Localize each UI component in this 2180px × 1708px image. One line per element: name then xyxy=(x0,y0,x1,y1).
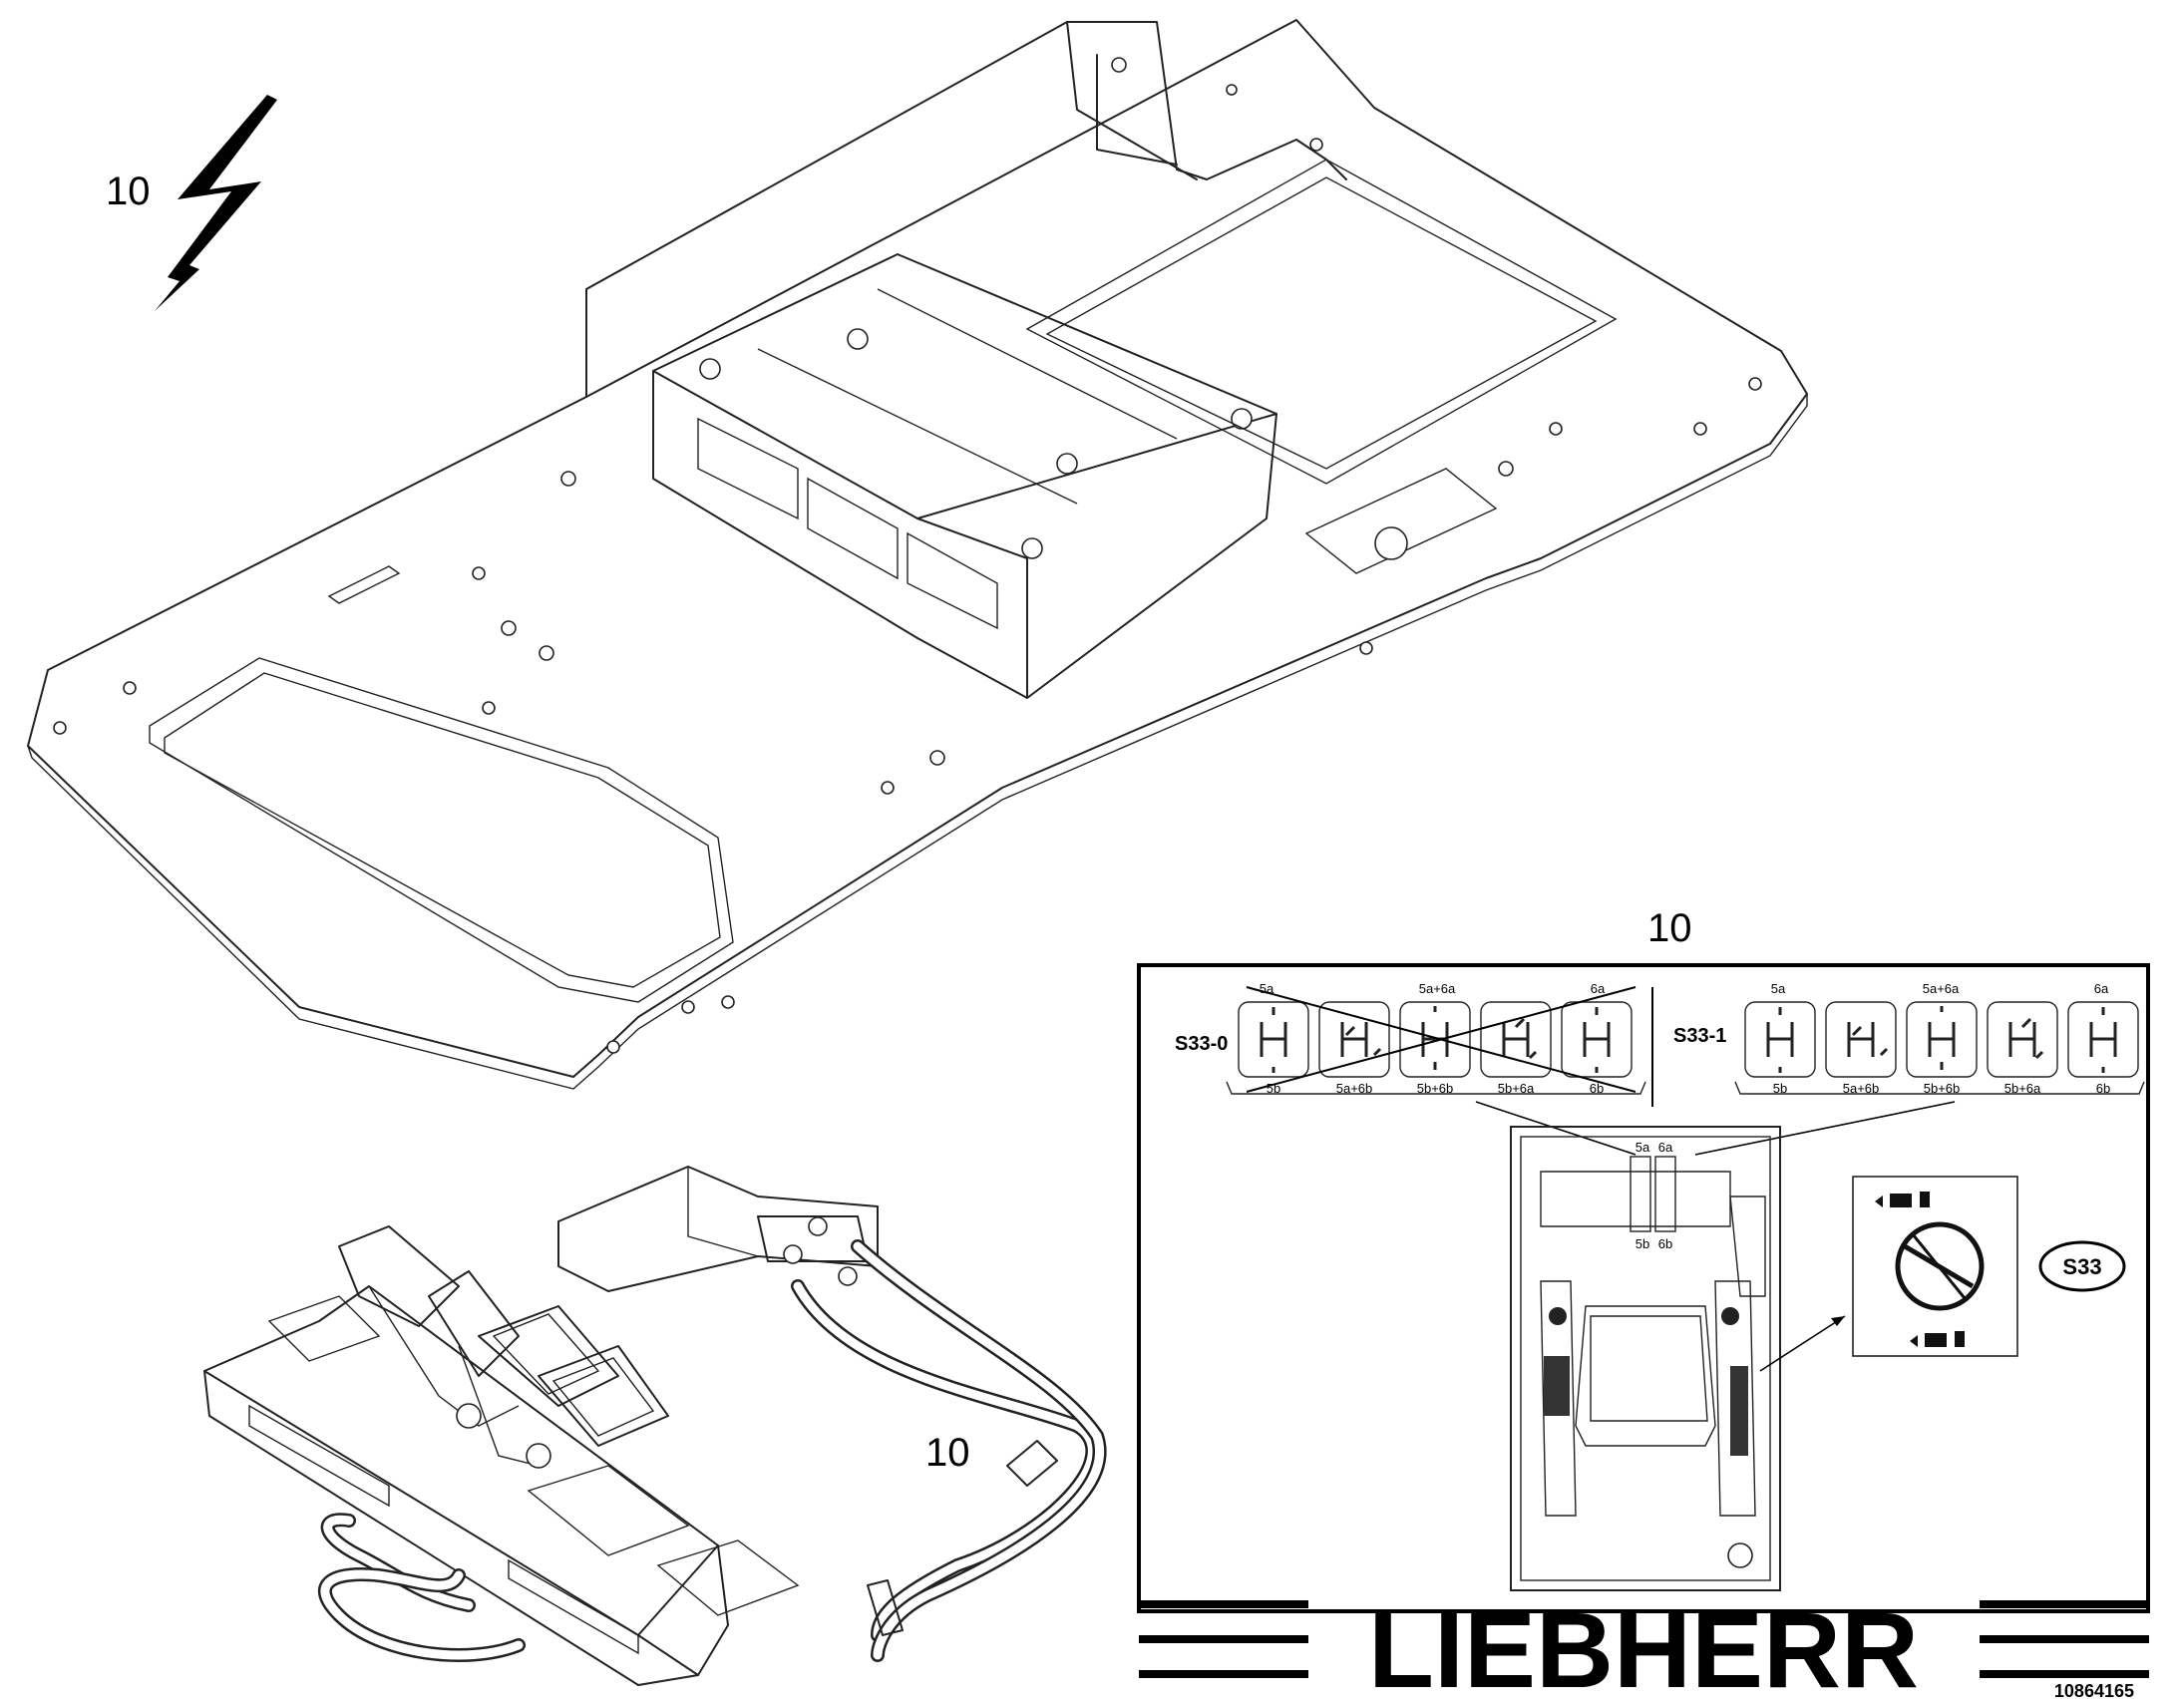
document-number: 10864165 xyxy=(2054,1681,2134,1701)
svg-text:6a: 6a xyxy=(1658,1140,1673,1155)
svg-text:6b: 6b xyxy=(1590,1081,1604,1096)
rotary-switch-icon xyxy=(1852,1176,2018,1357)
mode-panel-right: 5a 5a+6a 6a 5b 5a+6b 5b+6b 5b+6a 6b xyxy=(1734,981,2145,1096)
mode-panel-left: 5a 5a+6a 6a 5b 5a+6b 5b+6b 5b+6a 6b xyxy=(1226,981,1646,1096)
svg-text:5b: 5b xyxy=(1773,1081,1787,1096)
svg-text:5b+6b: 5b+6b xyxy=(1924,1081,1961,1096)
svg-text:5b: 5b xyxy=(1635,1236,1649,1251)
svg-text:5a: 5a xyxy=(1771,981,1786,996)
svg-text:5a+6b: 5a+6b xyxy=(1843,1081,1880,1096)
logo-text: LIEBHERR xyxy=(1368,1589,1919,1708)
pedal-mode-icon xyxy=(1744,1001,1816,1078)
svg-text:5b+6a: 5b+6a xyxy=(2004,1081,2041,1096)
svg-text:5b+6b: 5b+6b xyxy=(1417,1081,1454,1096)
callout-top-left: 10 xyxy=(106,170,151,213)
pedal-mode-icon xyxy=(1825,1001,1897,1078)
callout-harness: 10 xyxy=(925,1431,970,1475)
pedal-mode-icon xyxy=(2067,1001,2139,1078)
svg-text:5b: 5b xyxy=(1267,1081,1280,1096)
pedal-assembly xyxy=(203,1166,1107,1686)
liebherr-logo: LIEBHERR xyxy=(1139,1589,2149,1708)
lightning-bolt-icon xyxy=(155,95,277,311)
panel-left-label: S33-0 xyxy=(1175,1033,1228,1055)
pedal-mode-icon xyxy=(1480,1001,1552,1078)
detail-frame xyxy=(1137,963,2150,1613)
svg-text:6a: 6a xyxy=(2094,981,2109,996)
cab-floor-schematic: 5a 6a 5b 6b xyxy=(1510,1126,1781,1591)
pedal-mode-icon xyxy=(1987,1001,2058,1078)
svg-text:5a+6a: 5a+6a xyxy=(1419,981,1456,996)
svg-text:5a+6b: 5a+6b xyxy=(1336,1081,1373,1096)
panel-right-label: S33-1 xyxy=(1673,1025,1726,1047)
svg-text:5b+6a: 5b+6a xyxy=(1498,1081,1535,1096)
cab-floor-plate xyxy=(27,19,1808,1090)
svg-text:5a+6a: 5a+6a xyxy=(1923,981,1960,996)
pedal-mode-icon xyxy=(1399,1001,1471,1078)
callout-detail-title: 10 xyxy=(1647,906,1692,950)
svg-text:6b: 6b xyxy=(1658,1236,1672,1251)
pedal-mode-icon xyxy=(1318,1001,1390,1078)
switch-label: S33 xyxy=(2062,1254,2101,1279)
pedal-mode-icon xyxy=(1238,1001,1309,1078)
svg-text:6a: 6a xyxy=(1591,981,1606,996)
pedal-mode-icon xyxy=(1561,1001,1633,1078)
svg-text:6b: 6b xyxy=(2096,1081,2110,1096)
pedal-mode-icon xyxy=(1906,1001,1978,1078)
svg-text:5a: 5a xyxy=(1635,1140,1650,1155)
